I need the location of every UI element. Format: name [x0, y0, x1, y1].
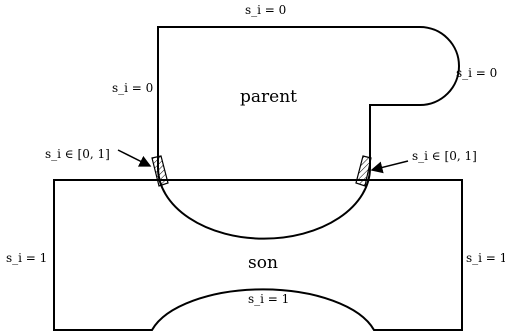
parent-top-label: s_i = 0 — [245, 3, 286, 17]
parent-right-label: s_i = 0 — [456, 66, 497, 80]
parent-label: parent — [240, 87, 297, 107]
overlap-right-arrow — [370, 160, 409, 174]
son-right-label: s_i = 1 — [466, 251, 505, 265]
overlap-right-region — [355, 155, 372, 187]
son-left-label: s_i = 1 — [6, 251, 47, 265]
parent-boundary — [157, 26, 460, 240]
son-label: son — [248, 253, 278, 273]
overlap-left-label: s_i ∈ [0, 1] — [45, 147, 110, 161]
overlap-left-arrow — [117, 149, 152, 167]
parent-left-label: s_i = 0 — [112, 81, 153, 95]
son-boundary — [53, 179, 463, 331]
son-bottom-arc-label: s_i = 1 — [248, 292, 289, 306]
overlap-right-label: s_i ∈ [0, 1] — [412, 149, 477, 163]
overlap-left-region — [151, 155, 169, 187]
